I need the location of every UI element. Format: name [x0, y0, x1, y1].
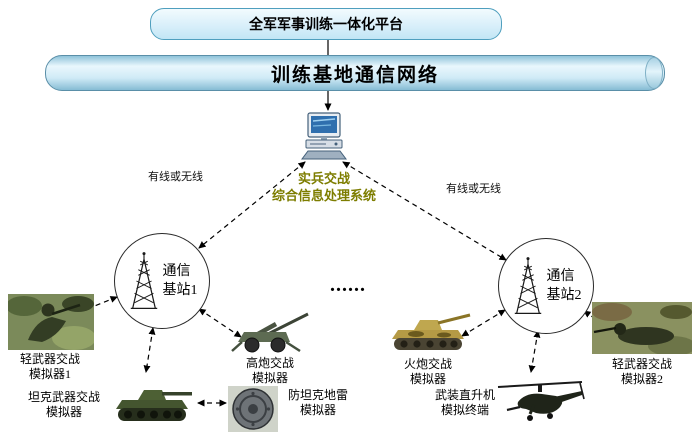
aa-gun-sim-label: 高炮交战 模拟器: [230, 356, 310, 386]
soldier-photo-2: [592, 302, 692, 354]
artillery-sim-line2: 模拟器: [409, 372, 446, 386]
base-station-2-line1: 通信: [546, 269, 575, 284]
helicopter-terminal-line1: 武装直升机: [434, 388, 495, 402]
tank-photo: [116, 390, 192, 421]
computer-icon: [301, 112, 347, 160]
artillery-sim-line1: 火炮交战: [403, 357, 452, 371]
base-station-2-line2: 基站2: [546, 288, 582, 303]
aa-gun-sim-line2: 模拟器: [251, 371, 288, 385]
light-weapon-sim-2-line2: 模拟器2: [620, 372, 663, 386]
link-label-left: 有线或无线: [148, 171, 203, 183]
artillery-photo: [392, 313, 471, 350]
soldier-photo-1: [8, 294, 94, 350]
processor-label-line2: 综合信息处理系统: [271, 188, 376, 203]
base-station-2: 通信 基站2: [498, 238, 594, 334]
base-station-1-label: 通信 基站1: [163, 262, 198, 300]
light-weapon-sim-2-label: 轻武器交战 模拟器2: [594, 357, 690, 387]
platform-title: 全军军事训练一体化平台: [249, 18, 403, 33]
mine-sim-label: 防坦克地雷 模拟器: [280, 388, 356, 418]
antenna-tower-icon: [514, 257, 541, 315]
light-weapon-sim-1-label: 轻武器交战 模拟器1: [2, 352, 98, 382]
processor-label: 实兵交战 综合信息处理系统: [237, 170, 411, 204]
helicopter-terminal-line2: 模拟终端: [440, 403, 489, 417]
network-title: 训练基地通信网络: [270, 64, 439, 86]
mine-sim-line2: 模拟器: [299, 403, 336, 417]
light-weapon-sim-1-line2: 模拟器1: [28, 367, 71, 381]
ellipsis-more-stations: ......: [330, 274, 366, 296]
light-weapon-sim-2-line1: 轻武器交战: [611, 357, 672, 371]
link-label-right: 有线或无线: [446, 183, 501, 195]
tank-sim-line1: 坦克武器交战: [27, 390, 100, 404]
platform-node: 全军军事训练一体化平台: [150, 8, 502, 40]
base-station-1-line2: 基站1: [162, 283, 198, 298]
aa-gun-photo: [231, 312, 309, 353]
helicopter-terminal-label: 武装直升机 模拟终端: [428, 388, 502, 418]
mine-photo: [228, 386, 278, 432]
base-station-1: 通信 基站1: [114, 233, 210, 329]
network-pipe: 训练基地通信网络: [45, 55, 665, 91]
aa-gun-sim-line1: 高炮交战: [245, 356, 294, 370]
antenna-tower-icon: [130, 252, 157, 310]
light-weapon-sim-1-line1: 轻武器交战: [19, 352, 80, 366]
mine-sim-line1: 防坦克地雷: [287, 388, 348, 402]
artillery-sim-label: 火炮交战 模拟器: [388, 357, 468, 387]
processor-label-line1: 实兵交战: [297, 171, 350, 186]
tank-sim-label: 坦克武器交战 模拟器: [20, 390, 108, 420]
pipe-endcap: [645, 57, 663, 89]
base-station-2-label: 通信 基站2: [547, 267, 582, 305]
base-station-1-line1: 通信: [162, 264, 191, 279]
tank-sim-line2: 模拟器: [45, 405, 82, 419]
helicopter-photo: [497, 381, 585, 421]
